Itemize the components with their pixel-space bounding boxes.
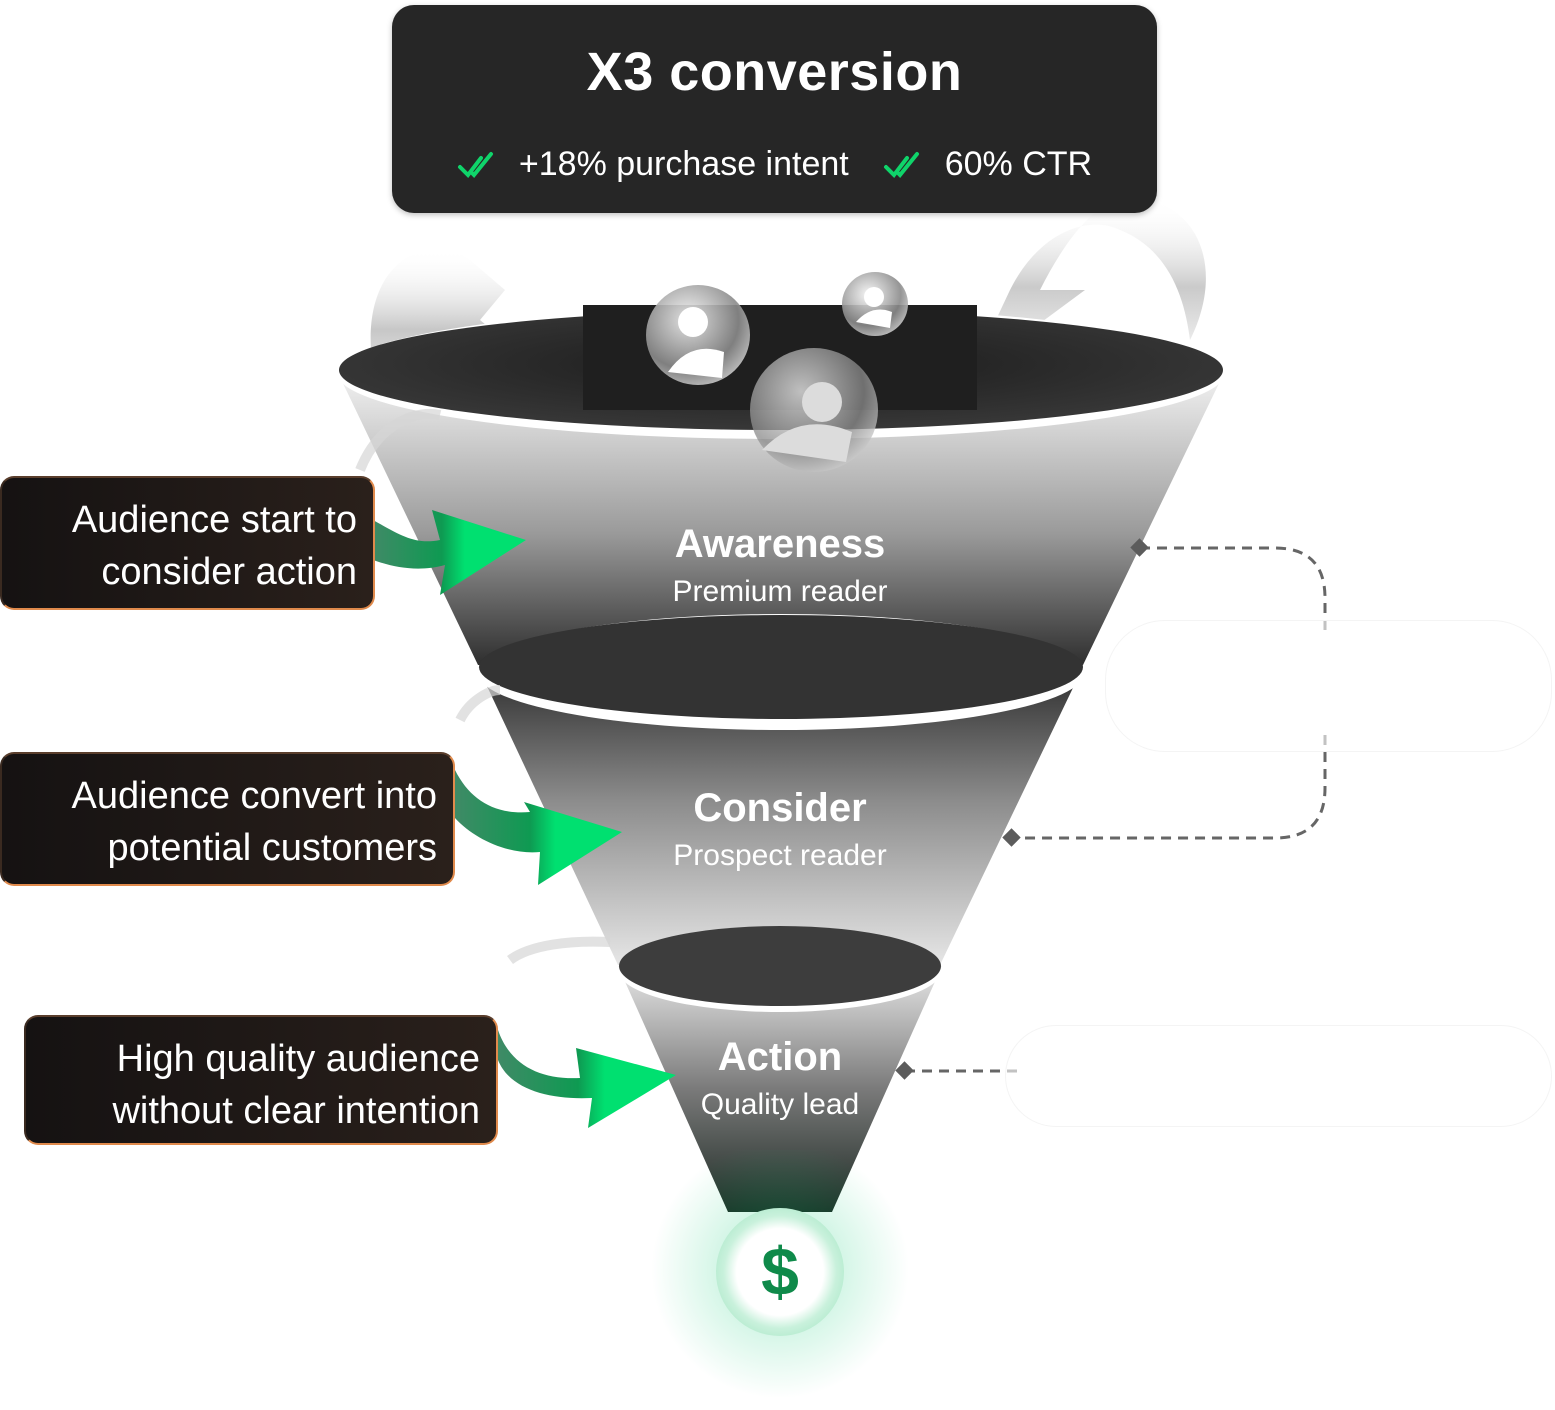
stage-subtitle: Prospect reader bbox=[673, 839, 887, 872]
connector-consider bbox=[1012, 735, 1327, 840]
double-check-icon bbox=[457, 151, 493, 178]
person-bubble-2 bbox=[842, 272, 908, 336]
note-line: potential customers bbox=[107, 827, 438, 869]
headline-title: X3 conversion bbox=[586, 42, 963, 102]
metric-ctr: 60% CTR bbox=[883, 145, 1092, 184]
ghost-pill-1 bbox=[1105, 620, 1552, 752]
note-line: consider action bbox=[101, 551, 357, 593]
arrow-awareness bbox=[373, 510, 526, 595]
connector-awareness bbox=[1140, 546, 1327, 630]
stage-consider: Consider Prospect reader bbox=[580, 784, 980, 876]
stage-name: Awareness bbox=[674, 522, 886, 566]
stage-name: Action bbox=[717, 1035, 843, 1079]
note-action: High quality audience without clear inte… bbox=[24, 1015, 498, 1145]
stage-name: Consider bbox=[693, 786, 867, 830]
metric-label: 60% CTR bbox=[944, 145, 1093, 183]
stage-subtitle: Quality lead bbox=[700, 1088, 860, 1121]
stage-action: Action Quality lead bbox=[580, 1033, 980, 1125]
funnel-section-consider bbox=[478, 667, 1083, 965]
stage-subtitle: Premium reader bbox=[672, 575, 888, 608]
funnel-section-action bbox=[618, 966, 942, 1212]
arrow-consider bbox=[455, 770, 622, 885]
note-line: High quality audience bbox=[116, 1038, 480, 1080]
metric-label: +18% purchase intent bbox=[518, 145, 849, 183]
note-consider: Audience convert into potential customer… bbox=[0, 752, 455, 886]
metric-purchase-intent: +18% purchase intent bbox=[457, 145, 849, 184]
double-check-icon bbox=[883, 151, 919, 178]
ghost-pill-2 bbox=[1005, 1025, 1552, 1127]
note-line: Audience convert into bbox=[71, 775, 437, 817]
person-bubble-3 bbox=[750, 348, 878, 472]
dollar-sign: $ bbox=[761, 1234, 799, 1310]
stage-awareness: Awareness Premium reader bbox=[580, 520, 980, 612]
note-line: without clear intention bbox=[112, 1090, 480, 1132]
metrics-row: +18% purchase intent 60% CTR bbox=[392, 145, 1157, 184]
note-awareness: Audience start to consider action bbox=[0, 476, 375, 610]
note-line: Audience start to bbox=[71, 499, 357, 541]
dollar-coin-icon: $ bbox=[716, 1208, 844, 1336]
person-bubble-1 bbox=[646, 285, 750, 385]
funnel-section-awareness bbox=[338, 373, 1224, 665]
headline-card: X3 conversion +18% purchase intent 60% C… bbox=[392, 5, 1157, 213]
arrow-action bbox=[498, 1030, 676, 1128]
